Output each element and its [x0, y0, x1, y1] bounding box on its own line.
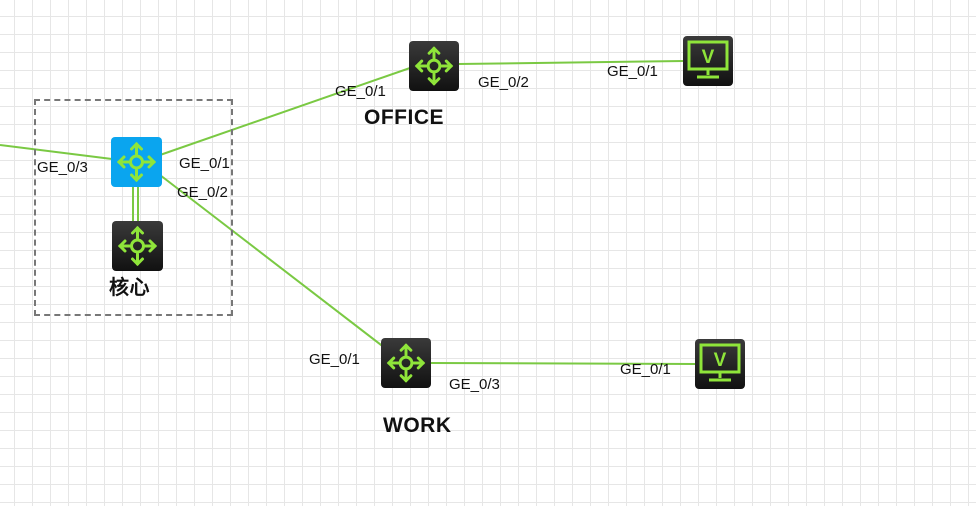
work-switch[interactable] — [381, 338, 431, 388]
port-label-core-left: GE_0/3 — [37, 159, 88, 176]
port-label-pc-office: GE_0/1 — [607, 63, 658, 80]
pc-work[interactable]: V — [695, 339, 745, 389]
core-switch-top[interactable] — [111, 137, 162, 187]
layer3-switch-icon — [386, 343, 426, 383]
port-label-core-to-office: GE_0/1 — [179, 155, 230, 172]
pc-monitor-icon: V — [699, 343, 741, 382]
port-label-pc-work: GE_0/1 — [620, 361, 671, 378]
port-label-work-uplink: GE_0/1 — [309, 351, 360, 368]
pc-office[interactable]: V — [683, 36, 733, 86]
core-switch-bottom[interactable] — [112, 221, 163, 271]
layer3-switch-icon — [117, 225, 158, 267]
link-work-pc[interactable] — [429, 362, 697, 365]
layer3-switch-icon — [414, 46, 454, 86]
link-core-work[interactable] — [159, 174, 386, 349]
link-core-offscreen[interactable] — [0, 144, 113, 160]
port-label-core-to-work: GE_0/2 — [177, 184, 228, 201]
pc-glyph: V — [702, 47, 715, 68]
office-switch-name: OFFICE — [364, 106, 444, 129]
port-label-office-to-pc: GE_0/2 — [478, 74, 529, 91]
core-switch-name: 核心 — [109, 275, 150, 299]
pc-glyph: V — [714, 350, 727, 371]
core-stack-group[interactable] — [34, 99, 233, 316]
pc-monitor-icon: V — [687, 40, 729, 79]
office-switch[interactable] — [409, 41, 459, 91]
link-office-pc[interactable] — [457, 60, 685, 65]
port-label-office-uplink: GE_0/1 — [335, 83, 386, 100]
work-switch-name: WORK — [383, 414, 452, 437]
link-core-office[interactable] — [159, 67, 411, 156]
port-label-work-to-pc: GE_0/3 — [449, 376, 500, 393]
layer3-switch-icon — [116, 141, 157, 183]
